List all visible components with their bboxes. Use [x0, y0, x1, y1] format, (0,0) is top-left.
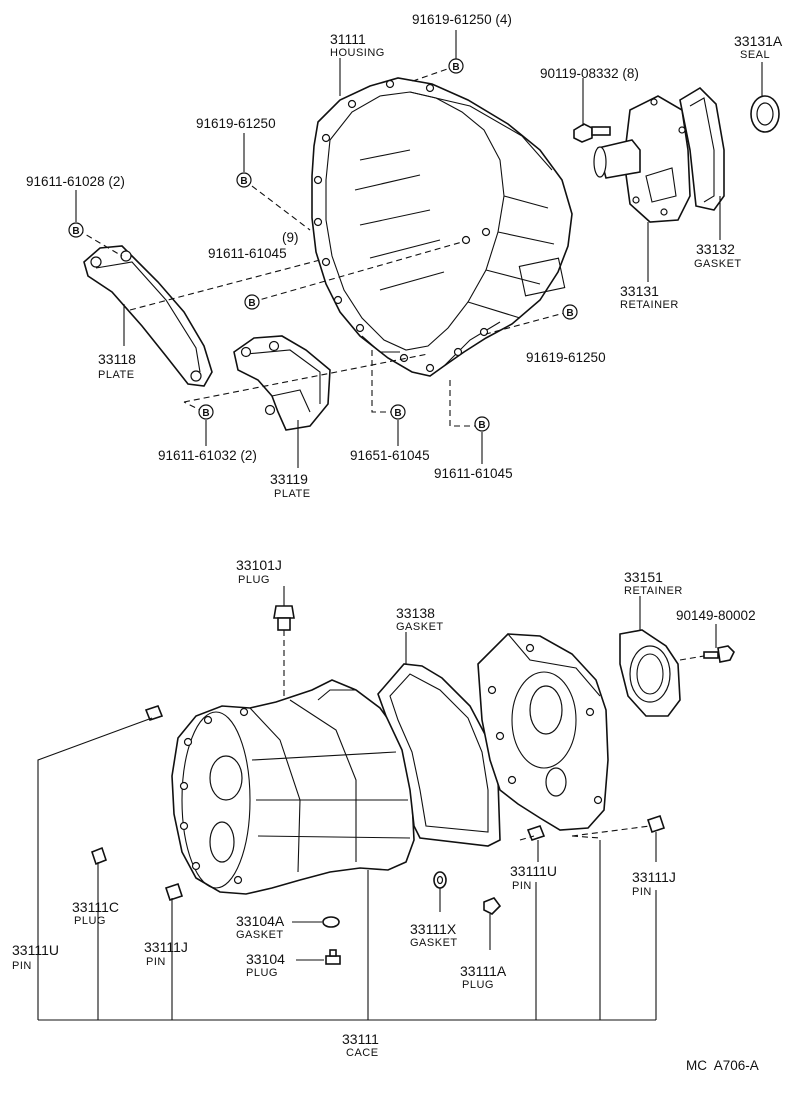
callout-33131A-number: 33131A — [734, 33, 783, 49]
callout-33111X-number: 33111X — [410, 921, 457, 937]
retainer-33151-drawing — [619, 629, 681, 717]
callout-33131-name: RETAINER — [620, 299, 679, 311]
callout-33119-name: PLATE — [274, 488, 311, 500]
gasket-33138-drawing — [377, 663, 501, 847]
callout-33111J-left-number: 33111J — [144, 939, 188, 955]
retainer-33131-drawing — [593, 95, 691, 223]
callout-91611-61045-b: 91611-61045 — [434, 466, 513, 481]
callout-91611-61045-a: 91611-61045 — [208, 246, 287, 261]
plug-33101J-drawing — [273, 605, 295, 631]
bolt-marker-4-label: B — [248, 298, 255, 309]
pin-33111U-right-drawing — [526, 825, 546, 841]
callout-33111U-left-name: PIN — [12, 960, 32, 972]
callout-33111J-right-number: 33111J — [632, 869, 676, 885]
plug-33111A-drawing — [483, 897, 502, 915]
callout-90149-80002: 90149-80002 — [676, 608, 756, 623]
callout-91611-61032: 91611-61032 (2) — [158, 448, 257, 463]
pin-33111J-right-drawing — [646, 814, 666, 834]
bolt-marker-2-label: B — [240, 176, 247, 187]
upper-leader-lines — [75, 30, 763, 468]
callout-33111U-left-number: 33111U — [12, 942, 59, 958]
callout-33119-number: 33119 — [270, 471, 308, 487]
extension-housing-drawing — [477, 633, 609, 831]
bolt-marker-6: B — [198, 404, 214, 420]
callout-33111A-number: 33111A — [460, 963, 507, 979]
callout-91619-61250-a: 91619-61250 — [196, 116, 276, 131]
gasket-33104A-drawing — [322, 916, 340, 928]
callout-qty-9: (9) — [282, 230, 299, 245]
callout-91611-61028: 91611-61028 (2) — [26, 174, 125, 189]
bolt-marker-3: B — [68, 222, 84, 238]
upper-dashed-lines — [77, 65, 569, 427]
callout-33138-name: GASKET — [396, 621, 444, 633]
gasket-33111X-drawing — [433, 871, 447, 889]
callout-33104-number: 33104 — [246, 951, 285, 967]
callout-33118-number: 33118 — [98, 351, 136, 367]
bolt-marker-8: B — [474, 416, 490, 432]
bolt-marker-3-label: B — [72, 226, 79, 237]
callout-33111C-number: 33111C — [72, 899, 119, 915]
callout-90119-08332: 90119-08332 (8) — [540, 66, 639, 81]
bolt-marker-7-label: B — [394, 408, 401, 419]
pin-33111J-left-drawing — [164, 882, 184, 902]
callout-33151-number: 33151 — [624, 569, 663, 585]
callout-33104A-name: GASKET — [236, 929, 284, 941]
bolt-marker-4: B — [244, 294, 260, 310]
lower-leader-lines — [37, 586, 717, 1021]
callout-33132-name: GASKET — [694, 258, 742, 270]
diagram-code: MC A706-A — [686, 1058, 759, 1073]
clutch-housing-drawing — [311, 77, 573, 377]
pin-33111U-left-drawing — [144, 705, 164, 721]
bolt-marker-5: B — [562, 304, 578, 320]
bolt-90149-drawing — [703, 645, 735, 663]
plug-33111C-drawing — [91, 846, 107, 866]
plate-33118-drawing — [83, 245, 213, 387]
callout-33151-name: RETAINER — [624, 585, 683, 597]
callout-33104A-number: 33104A — [236, 913, 285, 929]
callout-33132-number: 33132 — [696, 241, 735, 257]
callout-91651-61045: 91651-61045 — [350, 448, 430, 463]
callout-33101J-number: 33101J — [236, 557, 282, 573]
callout-31111-housing-number: 31111 — [330, 31, 366, 47]
callout-33131A-name: SEAL — [740, 49, 770, 61]
callout-91619-61250-4: 91619-61250 (4) — [412, 12, 512, 27]
callout-33111A-name: PLUG — [462, 979, 494, 991]
callout-33111U-right-number: 33111U — [510, 863, 557, 879]
transmission-case-drawing — [171, 679, 415, 895]
callout-33101J-name: PLUG — [238, 574, 270, 586]
callout-33111X-name: GASKET — [410, 937, 458, 949]
callout-33111U-right-name: PIN — [512, 880, 532, 892]
bolt-marker-1: B — [448, 58, 464, 74]
callout-33131-number: 33131 — [620, 283, 659, 299]
bolt-marker-2: B — [236, 172, 252, 188]
bolt-90119-drawing — [573, 123, 611, 143]
gasket-33132-drawing — [679, 86, 725, 211]
callout-91619-61250-b: 91619-61250 — [526, 350, 606, 365]
callout-31111-housing-name: HOUSING — [330, 47, 385, 59]
bolt-marker-8-label: B — [478, 420, 485, 431]
callout-33111J-right-name: PIN — [632, 886, 652, 898]
callout-33111J-left-name: PIN — [146, 956, 166, 968]
plug-33104-drawing — [325, 949, 341, 965]
callout-33111-case-number: 33111 — [342, 1031, 379, 1047]
callout-33111C-name: PLUG — [74, 915, 106, 927]
bolt-marker-6-label: B — [202, 408, 209, 419]
bolt-marker-7: B — [390, 404, 406, 420]
bolt-marker-1-label: B — [452, 62, 459, 73]
bolt-marker-5-label: B — [566, 308, 573, 319]
lower-dashed-lines — [283, 630, 705, 841]
callout-33138-number: 33138 — [396, 605, 435, 621]
callout-33104-name: PLUG — [246, 967, 278, 979]
seal-33131A-drawing — [750, 95, 780, 133]
plate-33119-drawing — [233, 335, 331, 431]
callout-33111-case-name: CACE — [346, 1047, 379, 1059]
callout-33118-name: PLATE — [98, 369, 135, 381]
